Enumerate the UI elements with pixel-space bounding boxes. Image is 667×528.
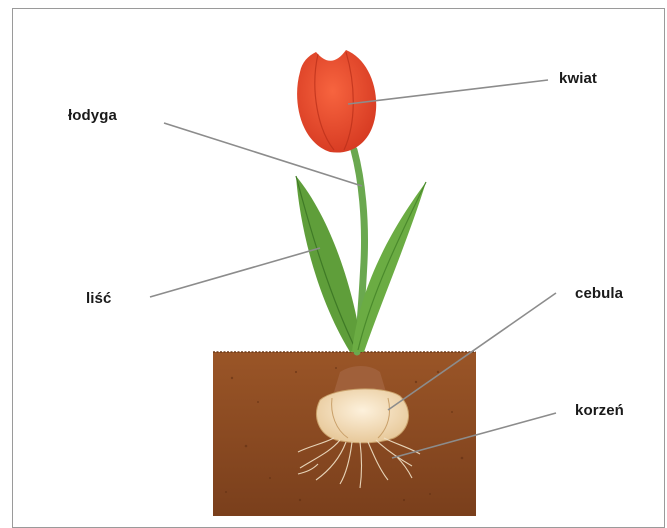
label-lodyga: łodyga	[68, 107, 117, 124]
label-kwiat: kwiat	[559, 70, 597, 87]
label-korzen: korzeń	[575, 402, 624, 419]
label-cebula: cebula	[575, 285, 623, 302]
leader-line-lisc	[150, 248, 320, 297]
left-leaf	[296, 176, 362, 352]
label-lisc: liść	[86, 290, 111, 307]
leader-line-kwiat	[348, 80, 548, 104]
